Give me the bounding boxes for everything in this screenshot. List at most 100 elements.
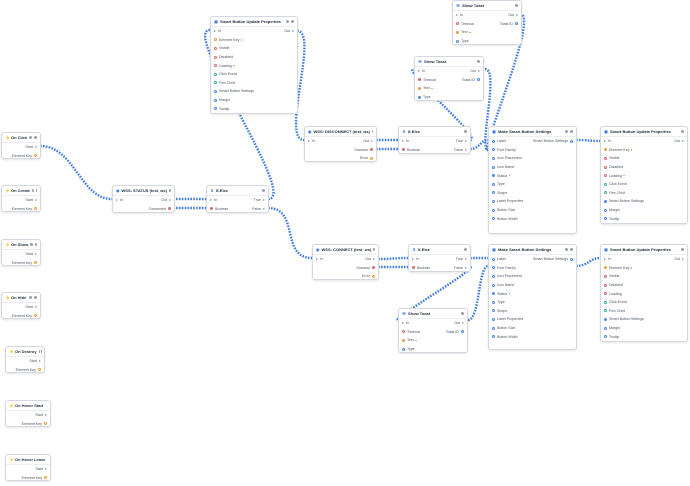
true-pin[interactable]: [465, 258, 467, 261]
toast-id-pin[interactable]: [477, 78, 480, 82]
exec-in-pin[interactable]: [604, 258, 606, 261]
type-pin[interactable]: [418, 95, 421, 99]
settings-icon[interactable]: [168, 189, 171, 192]
label-pin[interactable]: [492, 139, 495, 143]
loading-pin[interactable]: [604, 292, 607, 296]
disabled-pin[interactable]: [214, 55, 217, 59]
exec-out-pin[interactable]: [682, 140, 684, 143]
node-header[interactable]: ⚡On Hover Leave: [6, 455, 50, 465]
settings-icon[interactable]: [681, 130, 684, 133]
false-pin[interactable]: [465, 266, 467, 269]
icon-name-pin[interactable]: [492, 283, 495, 287]
node-header[interactable]: ✉Show Toast: [399, 309, 467, 319]
settings-icon[interactable]: [515, 4, 518, 7]
on-show-node[interactable]: ⚡On Show Start Element Key: [1, 239, 41, 266]
settings-icon[interactable]: [565, 248, 568, 251]
node-header[interactable]: ↯If-Else: [409, 245, 470, 255]
error-pin[interactable]: [372, 274, 375, 278]
exec-in-pin[interactable]: [412, 258, 414, 261]
tooltip-pin[interactable]: [604, 335, 607, 339]
click-event-pin[interactable]: [604, 300, 607, 304]
settings-out-pin[interactable]: [570, 139, 573, 143]
exec-in-pin[interactable]: [210, 199, 212, 202]
node-header[interactable]: ✉Show Toast: [415, 57, 483, 67]
error-pin[interactable]: [370, 156, 373, 160]
exec-out-pin[interactable]: [169, 199, 171, 202]
boolean-pin[interactable]: [402, 148, 405, 152]
exec-in-pin[interactable]: [418, 70, 420, 73]
icon-placement-pin[interactable]: [492, 274, 495, 278]
type-pin[interactable]: [492, 182, 495, 186]
exec-out-pin[interactable]: [373, 258, 375, 261]
settings-icon[interactable]: [461, 312, 464, 315]
loading-pin[interactable]: [214, 64, 217, 68]
visible-pin[interactable]: [604, 156, 607, 160]
button-width-pin[interactable]: [492, 217, 495, 221]
node-header[interactable]: ▣Smart Button Update Properties: [601, 245, 687, 255]
element-key-pin[interactable]: [34, 207, 37, 211]
exec-in-pin[interactable]: [308, 140, 310, 143]
on-click-node[interactable]: ⚡On Click Start Element Key: [1, 132, 41, 159]
label-pin[interactable]: [492, 257, 495, 261]
visible-pin[interactable]: [604, 274, 607, 278]
on-destroy-node[interactable]: ⚡On Destroy Start Element Key: [5, 346, 45, 373]
margin-pin[interactable]: [604, 326, 607, 330]
text-pin[interactable]: [456, 30, 459, 34]
more-icon[interactable]: [291, 20, 294, 23]
true-pin[interactable]: [465, 140, 467, 143]
click-event-pin[interactable]: [604, 182, 607, 186]
toast-id-pin[interactable]: [461, 330, 464, 334]
settings-icon[interactable]: [477, 60, 480, 63]
node-header[interactable]: ▣Smart Button Update Properties: [601, 127, 687, 137]
disabled-pin[interactable]: [604, 283, 607, 287]
exec-out-pin[interactable]: [45, 468, 47, 471]
type-pin[interactable]: [402, 347, 405, 351]
more-icon[interactable]: [35, 189, 37, 192]
settings-icon[interactable]: [373, 248, 375, 251]
exec-out-pin[interactable]: [292, 30, 294, 33]
exec-in-pin[interactable]: [316, 258, 318, 261]
exec-out-pin[interactable]: [371, 140, 373, 143]
exec-out-pin[interactable]: [35, 199, 37, 202]
true-pin[interactable]: [263, 199, 265, 202]
node-header[interactable]: ⚡On Create: [2, 186, 40, 196]
node-header[interactable]: ▣Make Smart Button Settings: [489, 127, 576, 137]
boolean-pin[interactable]: [412, 266, 415, 270]
flex-child-pin[interactable]: [604, 191, 607, 195]
more-icon[interactable]: [34, 296, 37, 299]
settings-icon[interactable]: [29, 136, 33, 139]
timeout-pin[interactable]: [402, 330, 405, 334]
node-header[interactable]: ◉WSS: CONNECT (test_ws): [313, 245, 378, 255]
visible-pin[interactable]: [214, 46, 217, 50]
icon-placement-pin[interactable]: [492, 156, 495, 160]
element-key-pin[interactable]: [44, 422, 47, 426]
exec-in-pin[interactable]: [116, 199, 118, 202]
element-key-pin[interactable]: [604, 266, 607, 270]
node-header[interactable]: ◉WSS: DISCONNECT (test_ws): [305, 127, 376, 137]
margin-pin[interactable]: [604, 208, 607, 212]
exec-out-pin[interactable]: [478, 70, 480, 73]
label-properties-pin[interactable]: [492, 199, 495, 203]
false-pin[interactable]: [263, 207, 265, 210]
element-key-pin[interactable]: [34, 154, 37, 158]
label-properties-pin[interactable]: [492, 317, 495, 321]
on-hover-start-node[interactable]: ⚡On Hover Start Start Element Key: [5, 400, 51, 427]
shape-pin[interactable]: [492, 309, 495, 313]
settings-icon[interactable]: [371, 130, 373, 133]
toast-id-pin[interactable]: [515, 22, 518, 26]
exec-out-pin[interactable]: [682, 258, 684, 261]
more-icon[interactable]: [34, 136, 37, 139]
settings-icon[interactable]: [286, 20, 289, 23]
tooltip-pin[interactable]: [604, 217, 607, 221]
type-pin[interactable]: [456, 39, 459, 43]
